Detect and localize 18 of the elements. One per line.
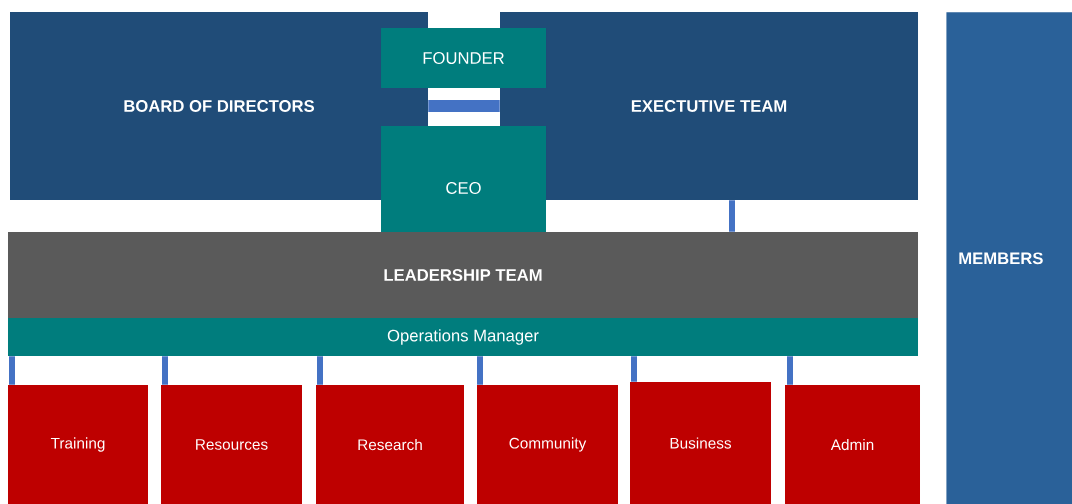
- department-box: Training: [8, 385, 148, 504]
- connector: [428, 100, 500, 112]
- department-box: Research: [316, 385, 464, 504]
- founder-box: FOUNDER: [381, 28, 546, 88]
- leadership-band: LEADERSHIP TEAM: [8, 232, 918, 318]
- connector: [9, 356, 15, 385]
- department-box: Business: [630, 382, 771, 504]
- connector: [729, 200, 735, 232]
- department-box: Community: [477, 385, 618, 504]
- connector: [787, 356, 793, 385]
- connector: [631, 356, 637, 382]
- connector: [162, 356, 168, 385]
- members-column: MEMBERS: [946, 12, 1072, 504]
- manager-band: Operations Manager: [8, 318, 918, 356]
- connector: [477, 356, 483, 385]
- department-box: Resources: [161, 385, 302, 504]
- connector: [317, 356, 323, 385]
- department-box: Admin: [785, 385, 920, 504]
